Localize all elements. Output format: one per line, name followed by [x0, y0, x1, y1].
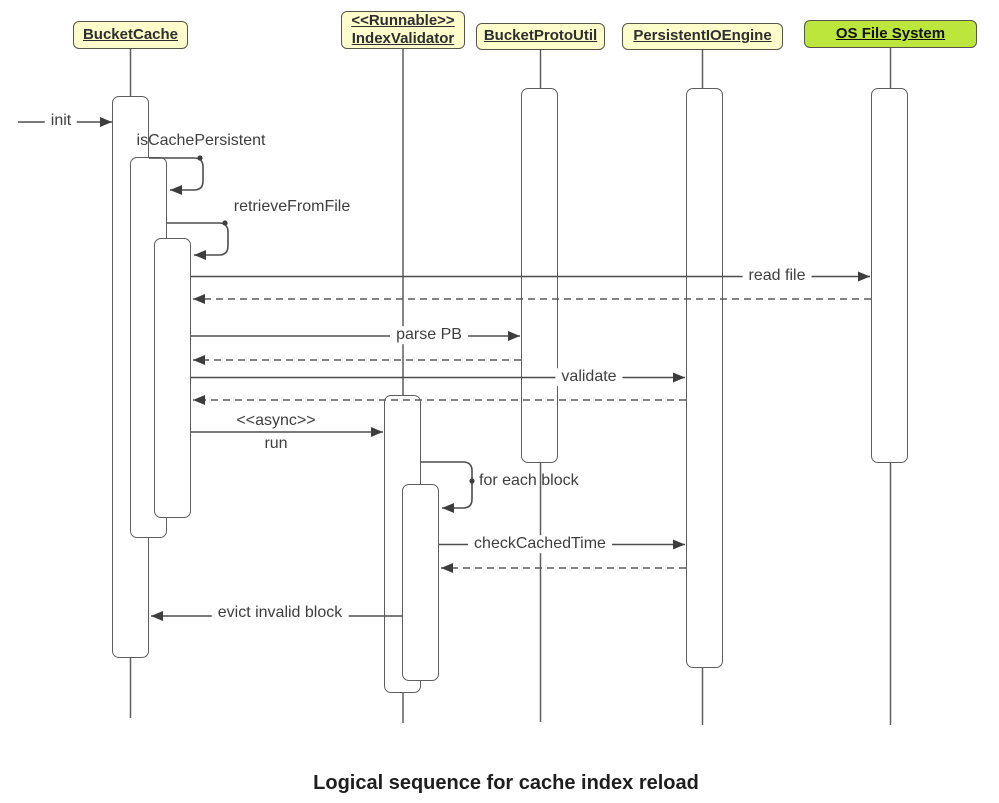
activation-bucketprotoutil — [521, 88, 558, 463]
message-label-run: run — [264, 435, 288, 453]
activation-persistentioengine — [686, 88, 723, 668]
participant-osfilesystem: OS File System — [804, 20, 977, 48]
message-label-evict-invalid-block: evict invalid block — [211, 604, 349, 622]
participant-bucketcache: BucketCache — [73, 21, 188, 49]
message-label-retrievefromfile: retrieveFromFile — [233, 198, 351, 216]
message-label-parse-pb: parse PB — [390, 326, 468, 344]
participant-label: BucketProtoUtil — [483, 27, 598, 45]
diagram-title: Logical sequence for cache index reload — [313, 772, 699, 794]
participant-label: BucketCache — [82, 25, 179, 43]
participant-label: OS File System — [835, 24, 946, 42]
participant-stereotype: <<Runnable>> — [351, 11, 455, 29]
message-label-foreachblock: for each block — [479, 472, 579, 490]
participant-bucketprotoutil: BucketProtoUtil — [476, 23, 605, 50]
participant-label: IndexValidator — [351, 30, 455, 47]
message-label-init: init — [44, 112, 78, 130]
activation-indexvalidator-foreachblock — [402, 484, 439, 681]
message-label-iscachepersistent: isCachePersistent — [136, 132, 266, 150]
message-label-async: <<async>> — [236, 412, 316, 430]
activation-bucketcache-retrievefromfile — [154, 238, 191, 518]
message-label-validate: validate — [555, 368, 623, 386]
participant-persistentioengine: PersistentIOEngine — [622, 23, 783, 50]
message-label-checkcachedtime: checkCachedTime — [468, 535, 612, 553]
participant-label: PersistentIOEngine — [633, 27, 772, 45]
message-label-read-file: read file — [742, 267, 812, 285]
participant-indexvalidator: <<Runnable>> IndexValidator — [341, 11, 465, 49]
activation-osfilesystem — [871, 88, 908, 463]
